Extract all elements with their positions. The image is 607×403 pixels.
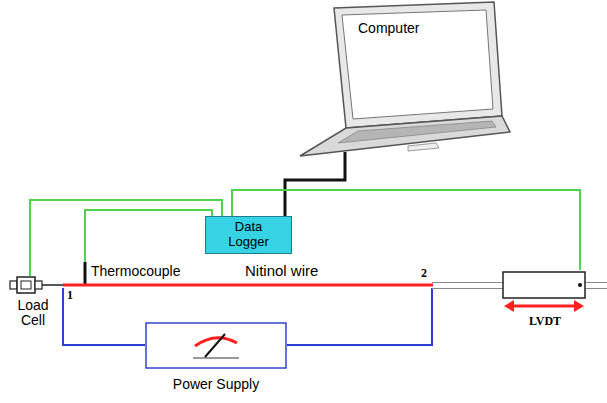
lvdt-sensor: LVDT — [500, 270, 590, 329]
data-cable — [285, 152, 345, 216]
load-cell-core — [21, 281, 31, 289]
laptop-lid — [334, 2, 502, 128]
lvdt-sensor-drawing — [500, 270, 590, 314]
push-rod — [586, 283, 607, 289]
thermocouple-probe — [84, 262, 87, 284]
meter-needle — [205, 334, 225, 357]
data-logger-label: Data Logger — [220, 220, 277, 250]
travel-arrow — [512, 305, 576, 308]
meter-base — [193, 357, 239, 359]
load-cell-body — [17, 277, 35, 293]
load-cell-shaft — [42, 284, 63, 286]
power-supply-case — [146, 323, 286, 368]
computer-label: Computer — [358, 20, 419, 36]
wire-label: Nitinol wire — [245, 262, 318, 279]
load-cell-stub — [35, 281, 42, 289]
terminal-number: 1 — [67, 288, 73, 303]
laptop-screen — [342, 10, 493, 119]
lvdt-label: LVDT — [500, 314, 590, 329]
travel-arrow-head — [574, 300, 584, 312]
power-wire — [63, 288, 145, 345]
load-cell-stub — [10, 281, 17, 289]
lvdt-housing — [503, 272, 585, 298]
lvdt-terminal — [578, 283, 582, 287]
data-logger-box: Data Logger — [205, 216, 292, 254]
load-cell-label: Load Cell — [12, 298, 54, 329]
power-supply-label: Power Supply — [145, 376, 287, 392]
connector-group — [30, 152, 580, 285]
load-cell-drawing — [3, 276, 63, 296]
thermocouple-lead — [85, 210, 212, 262]
power-wire — [287, 288, 432, 345]
thermocouple-label: Thermocouple — [91, 263, 181, 279]
push-rod — [432, 283, 503, 289]
power-supply: Power Supply — [145, 322, 287, 392]
laptop-touchpad — [408, 143, 439, 151]
travel-arrow-head — [504, 300, 514, 312]
load-cell: Load Cell — [3, 276, 63, 329]
laptop-computer: Computer — [296, 0, 512, 152]
laptop-keyboard — [338, 121, 496, 143]
power-supply-drawing — [145, 322, 287, 370]
laptop-base — [300, 116, 510, 156]
terminal-number: 2 — [421, 266, 427, 281]
